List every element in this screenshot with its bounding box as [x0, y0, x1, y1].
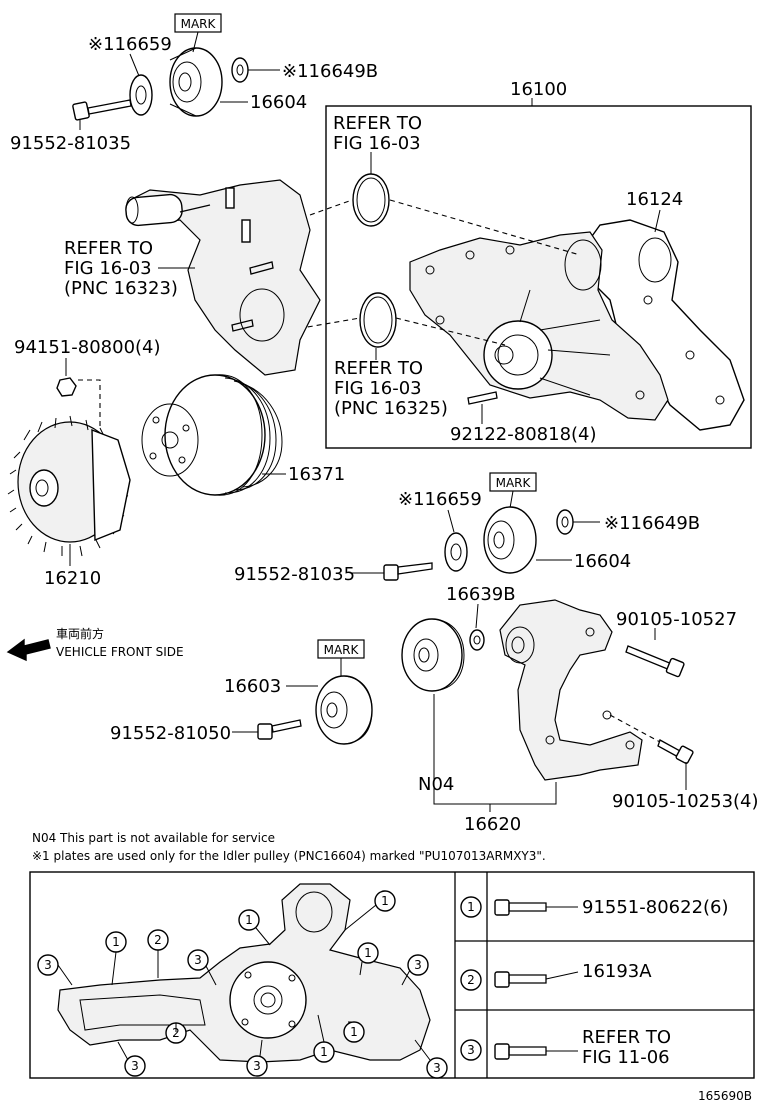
water-inlet-housing[interactable] [125, 179, 321, 376]
svg-text:1: 1 [112, 935, 120, 949]
bolt-callouts: 3 1 2 3 1 1 1 3 2 3 3 1 1 3 [37, 890, 448, 1079]
bolt-icon-2 [494, 971, 510, 988]
ref2-line3: (PNC 16323) [64, 278, 178, 299]
direction-en: VEHICLE FRONT SIDE [56, 645, 184, 659]
label-94151-80800: 94151-80800(4) [14, 337, 161, 358]
legend-row-3: 3 REFER TO FIG 11-06 [460, 1027, 671, 1068]
label-16100: 16100 [510, 79, 567, 100]
ref2-line1: REFER TO [64, 238, 153, 259]
plate-16649b-top[interactable] [231, 57, 249, 83]
label-16371: 16371 [288, 464, 345, 485]
plate-16659-top[interactable] [129, 74, 153, 116]
svg-text:1: 1 [245, 913, 253, 927]
direction-jp: 車両前方 [56, 626, 104, 641]
svg-text:3: 3 [414, 958, 422, 972]
o-ring-upper[interactable] [352, 173, 390, 227]
label-16603: 16603 [224, 676, 281, 697]
svg-text:3: 3 [194, 953, 202, 967]
note-n04: N04 This part is not available for servi… [32, 831, 275, 845]
svg-text:2: 2 [154, 933, 162, 947]
label-91552-81035-mid: 91552-81035 [234, 564, 355, 585]
washer-16639b[interactable] [469, 629, 485, 651]
bolt-91552-81035-mid[interactable] [383, 562, 433, 581]
mark-label-low: MARK [324, 643, 360, 657]
legend-label-1: 91551-80622(6) [582, 897, 729, 918]
o-ring-lower[interactable] [359, 292, 397, 348]
mark-label-top: MARK [181, 17, 217, 31]
legend-label-2: 16193A [582, 961, 652, 982]
svg-text:3: 3 [253, 1059, 261, 1073]
tensioner-bracket[interactable] [499, 599, 643, 781]
label-16649b-top: ※116649B [282, 61, 378, 82]
svg-text:2: 2 [467, 973, 475, 987]
label-16620: 16620 [464, 814, 521, 835]
legend-row-1: 1 91551-80622(6) [460, 896, 729, 918]
mark-box-top [174, 13, 222, 33]
svg-text:3: 3 [44, 958, 52, 972]
bolt-91552-81050[interactable] [257, 719, 302, 740]
bolt-91552-81035-top[interactable] [72, 99, 132, 121]
svg-text:1: 1 [350, 1025, 358, 1039]
box-16100 [325, 105, 752, 449]
label-16124: 16124 [626, 189, 683, 210]
nut-94151-80800[interactable] [56, 377, 77, 397]
svg-text:1: 1 [320, 1045, 328, 1059]
label-91552-81035-top: 91552-81035 [10, 133, 131, 154]
idler-pulley-16604-mid[interactable] [483, 506, 537, 574]
legend-label-3b: FIG 11-06 [582, 1047, 670, 1068]
water-pump-body[interactable] [409, 231, 669, 421]
svg-text:1: 1 [467, 900, 475, 914]
idler-pulley-16603[interactable] [315, 675, 373, 745]
label-92122-80818: 92122-80818(4) [450, 424, 597, 445]
label-16659-mid: ※116659 [398, 489, 482, 510]
bolt-icon-1 [494, 899, 510, 916]
label-16210: 16210 [44, 568, 101, 589]
label-91552-81050: 91552-81050 [110, 723, 231, 744]
pump-gasket-small [57, 883, 431, 1063]
svg-text:2: 2 [172, 1026, 180, 1040]
fan-pulley-16371[interactable] [141, 374, 283, 496]
ref1-line1: REFER TO [333, 113, 422, 134]
stud-92122-80818[interactable] [467, 391, 498, 405]
plate-16659-mid[interactable] [444, 532, 468, 572]
label-16604-mid: 16604 [574, 551, 631, 572]
label-16659-top: ※116659 [88, 34, 172, 55]
ref3-line3: (PNC 16325) [334, 398, 448, 419]
ref3-line2: FIG 16-03 [334, 378, 422, 399]
label-n04: N04 [418, 774, 454, 795]
idler-pulley-mid-group: MARK [383, 472, 574, 581]
bolt-90105-10527[interactable] [625, 645, 685, 678]
idler-pulley-top-group: MARK ※116659 ※116649B 16604 91552-81035 [10, 13, 378, 154]
ref2-line2: FIG 16-03 [64, 258, 152, 279]
note-mark-plates: ※1 plates are used only for the Idler pu… [32, 849, 546, 863]
bolt-90105-10253[interactable] [657, 739, 694, 764]
ref3-line1: REFER TO [334, 358, 423, 379]
svg-text:3: 3 [131, 1059, 139, 1073]
label-90105-10253: 90105-10253(4) [612, 791, 759, 812]
label-16604-top: 16604 [250, 92, 307, 113]
idler-pulley-16604-top[interactable] [169, 47, 223, 117]
bolt-icon-3 [494, 1043, 510, 1060]
legend-label-3a: REFER TO [582, 1027, 671, 1048]
label-16649b-mid: ※116649B [604, 513, 700, 534]
fan-clutch-16210[interactable] [7, 415, 131, 557]
mark-label-mid: MARK [496, 476, 532, 490]
label-90105-10527: 90105-10527 [616, 609, 737, 630]
plate-16649b-mid[interactable] [556, 509, 574, 535]
figure-id: 165690B [698, 1089, 752, 1103]
svg-text:1: 1 [381, 894, 389, 908]
label-16639b: 16639B [446, 584, 516, 605]
svg-text:1: 1 [364, 946, 372, 960]
ref1-line2: FIG 16-03 [333, 133, 421, 154]
tensioner-pulley-n04[interactable] [401, 618, 465, 692]
bolt-location-box [29, 871, 755, 1079]
svg-text:3: 3 [467, 1043, 475, 1057]
svg-text:3: 3 [433, 1061, 441, 1075]
legend-row-2: 2 16193A [460, 961, 652, 991]
vehicle-front-arrow [6, 638, 51, 662]
